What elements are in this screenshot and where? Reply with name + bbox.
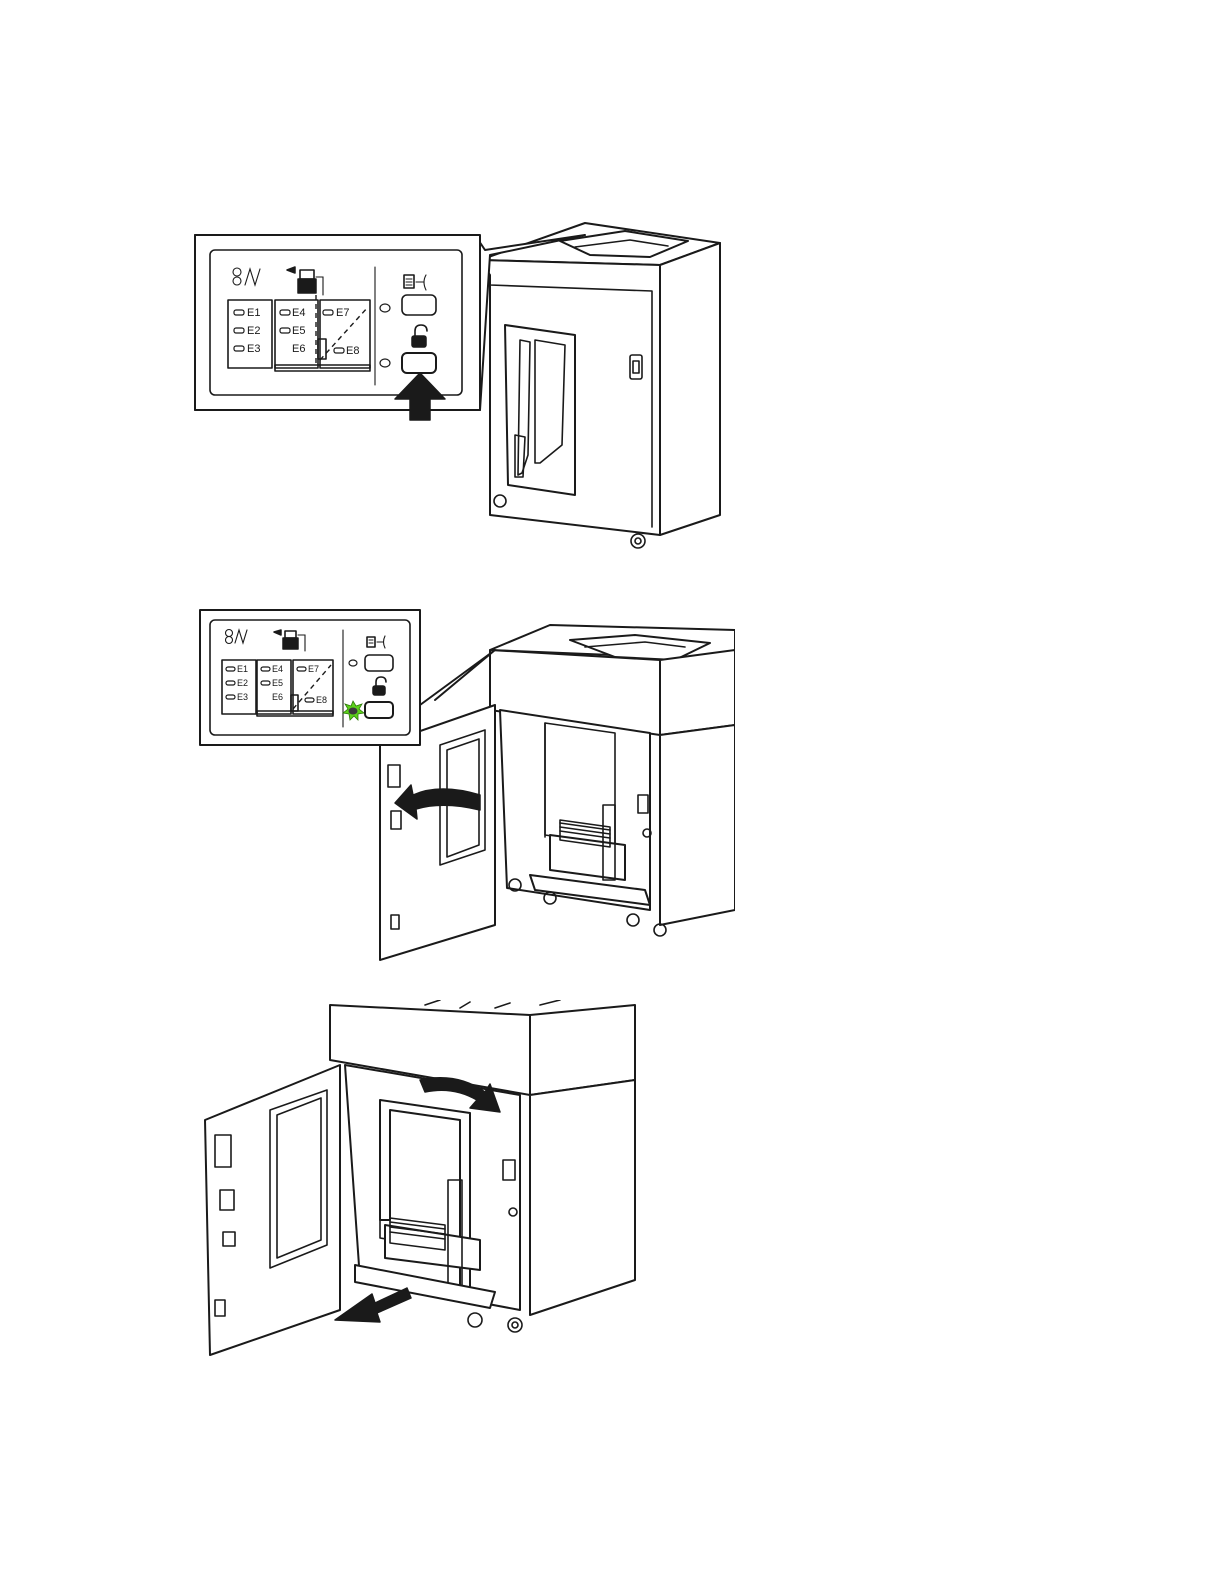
label-E4: E4: [292, 307, 305, 319]
label-E5: E5: [272, 678, 283, 688]
figure-step3: [195, 1000, 645, 1360]
stacker-unit-door-open: [380, 625, 735, 960]
label-E1: E1: [237, 664, 248, 674]
label-E7: E7: [336, 307, 349, 319]
pull-cart-arrow: [335, 1288, 411, 1322]
label-E8: E8: [316, 695, 327, 705]
label-E6: E6: [292, 343, 305, 355]
unlock-button[interactable]: [402, 353, 436, 373]
figure-step1: E1 E2 E3 E4 E5 E6 E7 E8: [190, 215, 730, 555]
figure-step2: E1 E2 E3 E4 E5 E6 E7 E8: [195, 605, 735, 965]
label-E3: E3: [247, 343, 260, 355]
label-E8: E8: [346, 345, 359, 357]
label-E3: E3: [237, 692, 248, 702]
stacker-unit-cart-out: [205, 1000, 635, 1355]
label-E2: E2: [247, 325, 260, 337]
label-E2: E2: [237, 678, 248, 688]
label-E6: E6: [272, 692, 283, 702]
label-E5: E5: [292, 325, 305, 337]
unlock-button[interactable]: [365, 702, 393, 718]
label-E1: E1: [247, 307, 260, 319]
label-E4: E4: [272, 664, 283, 674]
label-E7: E7: [308, 664, 319, 674]
stacker-unit: [480, 223, 720, 548]
